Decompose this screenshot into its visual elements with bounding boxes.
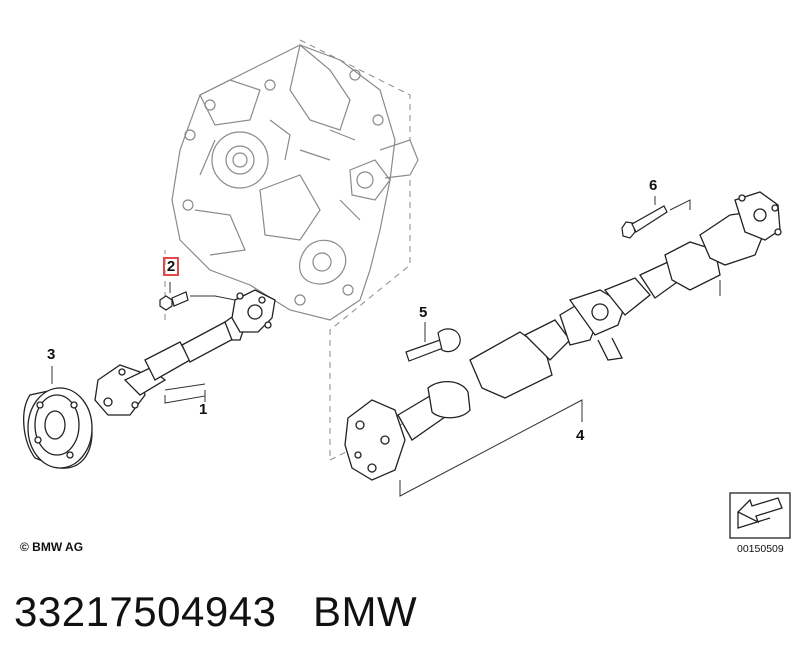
part-number: 33217504943 xyxy=(14,588,277,635)
callout-5: 5 xyxy=(419,304,428,321)
brand-name: BMW xyxy=(312,588,418,635)
callout-4: 4 xyxy=(576,427,585,444)
transfer-case xyxy=(171,43,419,321)
callout-6: 6 xyxy=(649,177,658,194)
diagram-reference-number: 00150509 xyxy=(737,543,784,555)
flex-disc xyxy=(23,387,93,469)
bolt-2 xyxy=(159,291,189,311)
bolt-5 xyxy=(405,328,461,362)
front-shaft xyxy=(94,289,276,416)
part-caption: 33217504943 BMW xyxy=(14,588,417,636)
bolt-6 xyxy=(621,205,668,239)
arrow-symbol-icon xyxy=(729,492,791,539)
rear-shaft xyxy=(344,191,782,481)
copyright-label: © BMW AG xyxy=(20,540,84,554)
callout-3: 3 xyxy=(47,346,56,363)
callout-1: 1 xyxy=(199,401,208,418)
callout-2-highlighted: 2 xyxy=(163,257,179,276)
leader-lines xyxy=(51,196,721,497)
